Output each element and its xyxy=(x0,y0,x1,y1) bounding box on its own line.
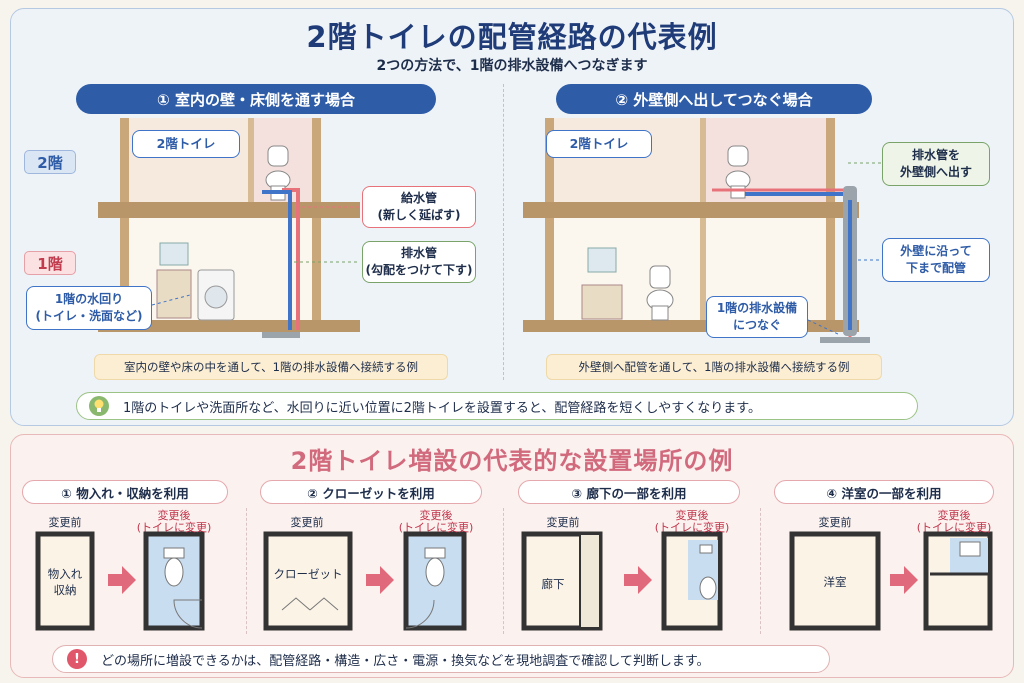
example4-plans xyxy=(789,531,993,631)
room-label-hallway: 廊下 xyxy=(541,577,565,591)
example-divider xyxy=(760,508,761,634)
example3-plans xyxy=(521,531,723,631)
right-arrow-icon xyxy=(108,566,918,594)
note-text: どの場所に増設できるかは、配管経路・構造・広さ・電源・換気などを現地調査で確認し… xyxy=(101,653,710,669)
tip-text: 1階のトイレや洗面所など、水回りに近い位置に2階トイレを設置すると、配管経路を短… xyxy=(123,400,761,416)
after-label: 変更後 (トイレに変更) xyxy=(398,509,474,534)
method2-toilet-callout: 2階トイレ xyxy=(546,130,652,158)
floor1-tag: 1階 xyxy=(24,251,76,275)
lightbulb-icon xyxy=(89,396,109,416)
tip-banner: 1階のトイレや洗面所など、水回りに近い位置に2階トイレを設置すると、配管経路を短… xyxy=(76,392,918,420)
drain-pipe-callout: 排水管 (勾配をつけて下す) xyxy=(362,241,476,283)
water-area-callout: 1階の水回り (トイレ・洗面など) xyxy=(26,286,152,330)
page-subtitle: 2つの方法で、1階の排水設備へつなぎます xyxy=(376,58,648,74)
example2-header: ② クローゼットを利用 xyxy=(260,480,482,504)
along-wall-callout: 外壁に沿って 下まで配管 xyxy=(882,238,990,282)
page-title: 2階トイレの配管経路の代表例 xyxy=(306,20,718,54)
after-label: 変更後 (トイレに変更) xyxy=(654,509,730,534)
example1-header: ① 物入れ・収納を利用 xyxy=(22,480,228,504)
example-divider xyxy=(503,508,504,634)
after-label: 変更後 (トイレに変更) xyxy=(916,509,992,534)
before-label: 変更前 xyxy=(290,516,324,529)
room-label-western-room: 洋室 xyxy=(823,575,847,589)
example-divider xyxy=(246,508,247,634)
room-label-closet: クローゼット xyxy=(273,567,343,581)
exclamation-icon: ! xyxy=(67,649,87,669)
install-title: 2階トイレ増設の代表的な設置場所の例 xyxy=(290,447,734,475)
note-banner: ! どの場所に増設できるかは、配管経路・構造・広さ・電源・換気などを現地調査で確… xyxy=(52,645,830,673)
method2-caption: 外壁側へ配管を通して、1階の排水設備へ接続する例 xyxy=(546,354,882,380)
connect-callout: 1階の排水設備 につなぐ xyxy=(706,296,808,338)
before-label: 変更前 xyxy=(546,516,580,529)
example4-header: ④ 洋室の一部を利用 xyxy=(774,480,994,504)
method1-caption: 室内の壁や床の中を通して、1階の排水設備へ接続する例 xyxy=(94,354,448,380)
after-label: 変更後 (トイレに変更) xyxy=(136,509,212,534)
supply-pipe-callout: 給水管 (新しく延ばす) xyxy=(362,186,476,228)
before-label: 変更前 xyxy=(48,516,82,529)
floor2-tag: 2階 xyxy=(24,150,76,174)
method1-toilet-callout: 2階トイレ xyxy=(132,130,240,158)
method-divider xyxy=(503,84,504,380)
method2-header: ② 外壁側へ出してつなぐ場合 xyxy=(556,84,872,114)
method1-house xyxy=(98,118,360,338)
method1-header: ① 室内の壁・床側を通す場合 xyxy=(76,84,436,114)
room-label-storage: 物入れ 収納 xyxy=(47,567,83,598)
example2-plans xyxy=(263,531,467,631)
example1-plans xyxy=(35,531,205,631)
example3-header: ③ 廊下の一部を利用 xyxy=(518,480,740,504)
before-label: 変更前 xyxy=(818,516,852,529)
drain-out-callout: 排水管を 外壁側へ出す xyxy=(882,142,990,186)
